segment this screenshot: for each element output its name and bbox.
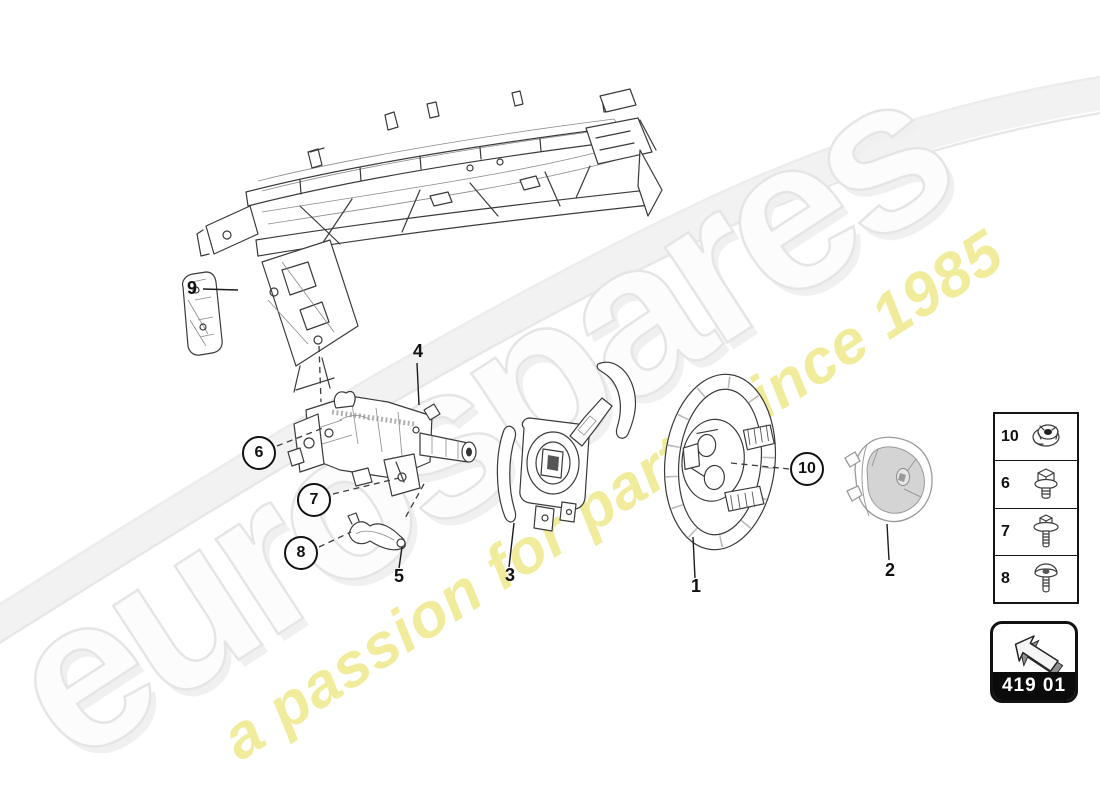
flanged-nut-icon [1032,424,1060,447]
legend-row-10: 10 [995,414,1077,460]
legend-row-8: 8 [995,554,1077,602]
bolt-with-washer-icon [1033,514,1059,548]
steering-column-drawing [287,390,477,497]
callout-7: 7 [297,483,331,517]
direction-arrow-icon [1014,635,1064,672]
round-head-screw-icon [1034,563,1058,593]
callout-9: 9 [186,278,197,298]
crossmember-frame-drawing [196,88,663,393]
clamp-bracket-5-drawing [347,512,406,551]
callout-5: 5 [393,566,404,586]
hex-flange-bolt-icon [1034,468,1058,500]
watermark-brand: eurospares [0,27,987,800]
callout-8: 8 [284,536,318,570]
airbag-module-drawing [844,436,933,523]
leader-lines [202,288,890,579]
legend-num-7: 7 [1001,522,1010,540]
callout-2: 2 [884,560,895,580]
swoosh-band [0,75,1100,645]
legend-num-10: 10 [1001,428,1019,446]
dashed-assembly-lines [276,345,790,548]
callout-1: 1 [690,576,701,596]
column-switch-paddles-drawing [496,361,637,532]
callout-10: 10 [790,452,824,486]
legend-row-6: 6 [995,460,1077,507]
callout-4: 4 [412,341,423,361]
part-group-box: 419 01 [990,621,1078,703]
legend-row-7: 7 [995,507,1077,555]
side-bracket-9-drawing [181,271,223,356]
legend-num-8: 8 [1001,569,1010,587]
part-group-code: 419 01 [993,672,1075,700]
callout-3: 3 [504,565,515,585]
arrow-area [993,624,1075,672]
fastener-legend: 10 6 7 [993,412,1079,604]
callout-6: 6 [242,436,276,470]
legend-num-6: 6 [1001,475,1010,493]
